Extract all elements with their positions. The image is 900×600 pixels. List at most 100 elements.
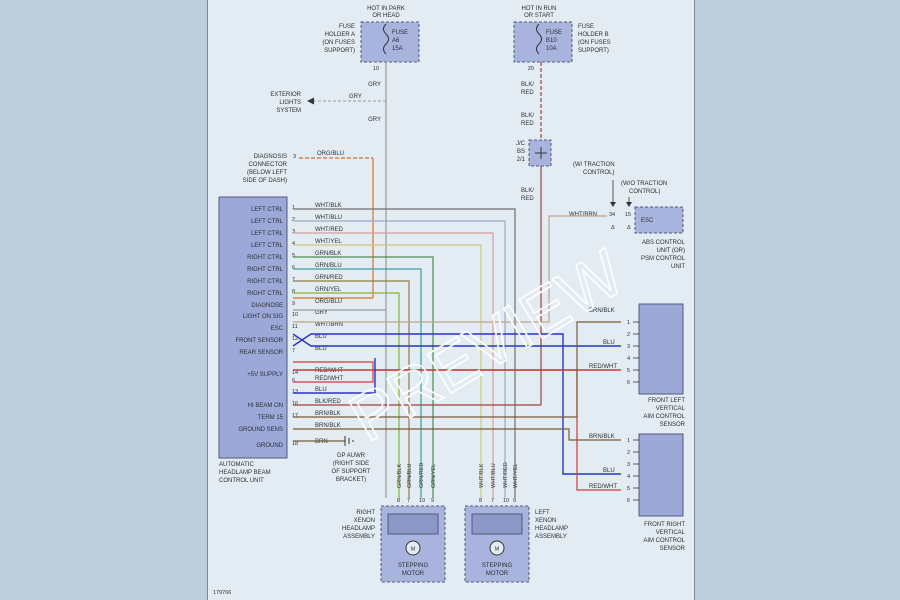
unit-row-pin: 11: [292, 324, 298, 330]
wire-grn-blu: [293, 268, 422, 498]
right-motor-icon: [405, 540, 421, 556]
wire-blu-front: [292, 333, 621, 347]
right-headlamp-label-3: HEADLAMP: [342, 526, 375, 532]
wire-runs: [292, 208, 621, 498]
unit-row-wire-label: BRN: [315, 439, 328, 445]
unit-row-pin: 5: [292, 253, 295, 259]
unit-row-wire-label: GRY: [315, 310, 328, 316]
headlamp-wire-label: GRN/RED: [419, 463, 425, 488]
gp-label-2: (RIGHT SIDE: [333, 461, 369, 467]
holder-a-label-3: (ON FUSES: [322, 40, 355, 46]
abs-pin-15: 15: [625, 212, 631, 218]
unit-row-pin: 17: [292, 413, 298, 419]
diagram-id: 179766: [213, 590, 231, 596]
unit-row-label: GROUND SENS: [238, 427, 283, 433]
unit-row-label: +5V SUPPLY: [247, 372, 283, 378]
abs-pin-34: 34: [609, 212, 615, 218]
headlamp-wire-label: WHT/YEL: [513, 464, 519, 488]
rear-sensor-label-3: AIM CONTROL: [643, 538, 685, 544]
wire-grn-yel: [293, 292, 400, 498]
abs-esc-box: [634, 206, 684, 234]
fuse-holder-a-box: [360, 21, 420, 63]
preview-watermark: PREVIEW: [337, 235, 637, 456]
unit-row-pin: 7: [292, 277, 295, 283]
right-motor-symbol: M: [411, 547, 416, 553]
headlamp-wire-label: WHT/BLK: [479, 463, 485, 488]
rear-sensor-label-1: FRONT RIGHT: [644, 522, 685, 528]
left-headlamp-label-1: LEFT: [535, 510, 550, 516]
headlamp-wire-label: WHT/BLU: [491, 463, 497, 488]
abs-label-4: UNIT: [671, 264, 685, 270]
diagram-sheet: HOT IN PARK OR HEAD FUSE A6 15A FUSE HOL…: [207, 0, 695, 600]
wire-brn-blk-rear: [293, 428, 621, 441]
headlamp-pin: 9: [431, 498, 434, 504]
headlamp-wire-label: GRN/YEL: [431, 464, 437, 488]
unit-row-wire-label: WHT/BRN: [315, 322, 343, 328]
blk-red-label-3b: RED: [521, 196, 534, 202]
unit-row-label: LEFT CTRL: [251, 219, 284, 225]
headlamp-pin: 8: [397, 498, 400, 504]
unit-row-pin: 12: [292, 336, 298, 342]
unit-row-wire-label: GRN/YEL: [315, 287, 342, 293]
headlamp-wire-label: GRN/BLK: [397, 464, 403, 488]
wire-wht-blu: [293, 220, 506, 498]
unit-row-label: ESC: [271, 326, 284, 332]
wire-blu-rear: [292, 333, 621, 475]
unit-row-label: TERM 15: [258, 415, 284, 421]
unit-row-wire-label: BRN/BLK: [315, 423, 341, 429]
rear-wire-3: RED/WHT: [589, 484, 617, 490]
unit-row-wire-label: RED/WHT: [315, 368, 343, 374]
fuse-a-label-2: A6: [392, 38, 400, 44]
unit-row-label: FRONT SENSOR: [235, 338, 283, 344]
blk-red-label-2b: RED: [521, 121, 534, 127]
unit-row-pin: 1: [292, 205, 295, 211]
right-headlamp-label-1: RIGHT: [356, 510, 375, 516]
sensor-pin: 3: [627, 462, 630, 468]
front-wire-2: BLU: [603, 340, 615, 346]
wire-wht-red: [293, 232, 494, 498]
sensor-pin: 2: [627, 332, 630, 338]
exterior-lights-arrow-icon: [307, 97, 314, 105]
w-traction-label-1: (W/ TRACTION: [573, 162, 615, 168]
fuse-a-label-3: 15A: [392, 46, 403, 52]
front-right-sensor-box: [638, 433, 684, 517]
unit-row-wire-label: RED/WHT: [315, 376, 343, 382]
hot-run-label-2: OR START: [524, 13, 554, 19]
unit-row-label: RIGHT CTRL: [247, 255, 284, 261]
unit-row-pin: 8: [292, 289, 295, 295]
wire-red-wht-loop: [293, 361, 374, 383]
unit-row-label: GROUND: [256, 443, 283, 449]
unit-row-wire-label: WHT/BLK: [315, 203, 342, 209]
fuse-b-label-1: FUSE: [546, 30, 562, 36]
front-sensor-label-4: SENSOR: [660, 422, 686, 428]
unit-row-wire-label: GRN/BLU: [315, 263, 342, 269]
blk-red-label-1a: BLK/: [521, 82, 534, 88]
diag-wire-label: ORG/BLU: [317, 151, 344, 157]
right-headlamp-label-4: ASSEMBLY: [343, 534, 375, 540]
unit-row-pin: 16: [292, 401, 298, 407]
unit-row-wire-label: GRN/BLK: [315, 251, 341, 257]
unit-row-wire-label: ORG/BLU: [315, 299, 342, 305]
front-wire-3: RED/WHT: [589, 364, 617, 370]
unit-row-wire-label: WHT/YEL: [315, 239, 342, 245]
abs-ground-glyph: Δ: [611, 225, 615, 231]
unit-name-3: CONTROL UNIT: [219, 478, 264, 484]
fuse-b-label-3: 10A: [546, 46, 557, 52]
right-motor-label-2: MOTOR: [402, 571, 425, 577]
sensor-pin: 1: [627, 438, 630, 444]
diag-conn-label-3: (BELOW LEFT: [247, 170, 287, 176]
abs-ground-glyph-2: Δ: [627, 225, 631, 231]
holder-a-label-2: HOLDER A: [325, 32, 355, 38]
unit-row-pin: 18: [292, 441, 298, 447]
ground-symbol-icon: [344, 436, 354, 446]
sensor-pin: 3: [627, 344, 630, 350]
left-motor-symbol: M: [495, 547, 500, 553]
wire-wht-blk: [293, 208, 516, 498]
unit-row-pin: 6: [292, 265, 295, 271]
left-headlamp-label-4: ASSEMBLY: [535, 534, 567, 540]
rear-wire-1: BRN/BLK: [589, 434, 615, 440]
